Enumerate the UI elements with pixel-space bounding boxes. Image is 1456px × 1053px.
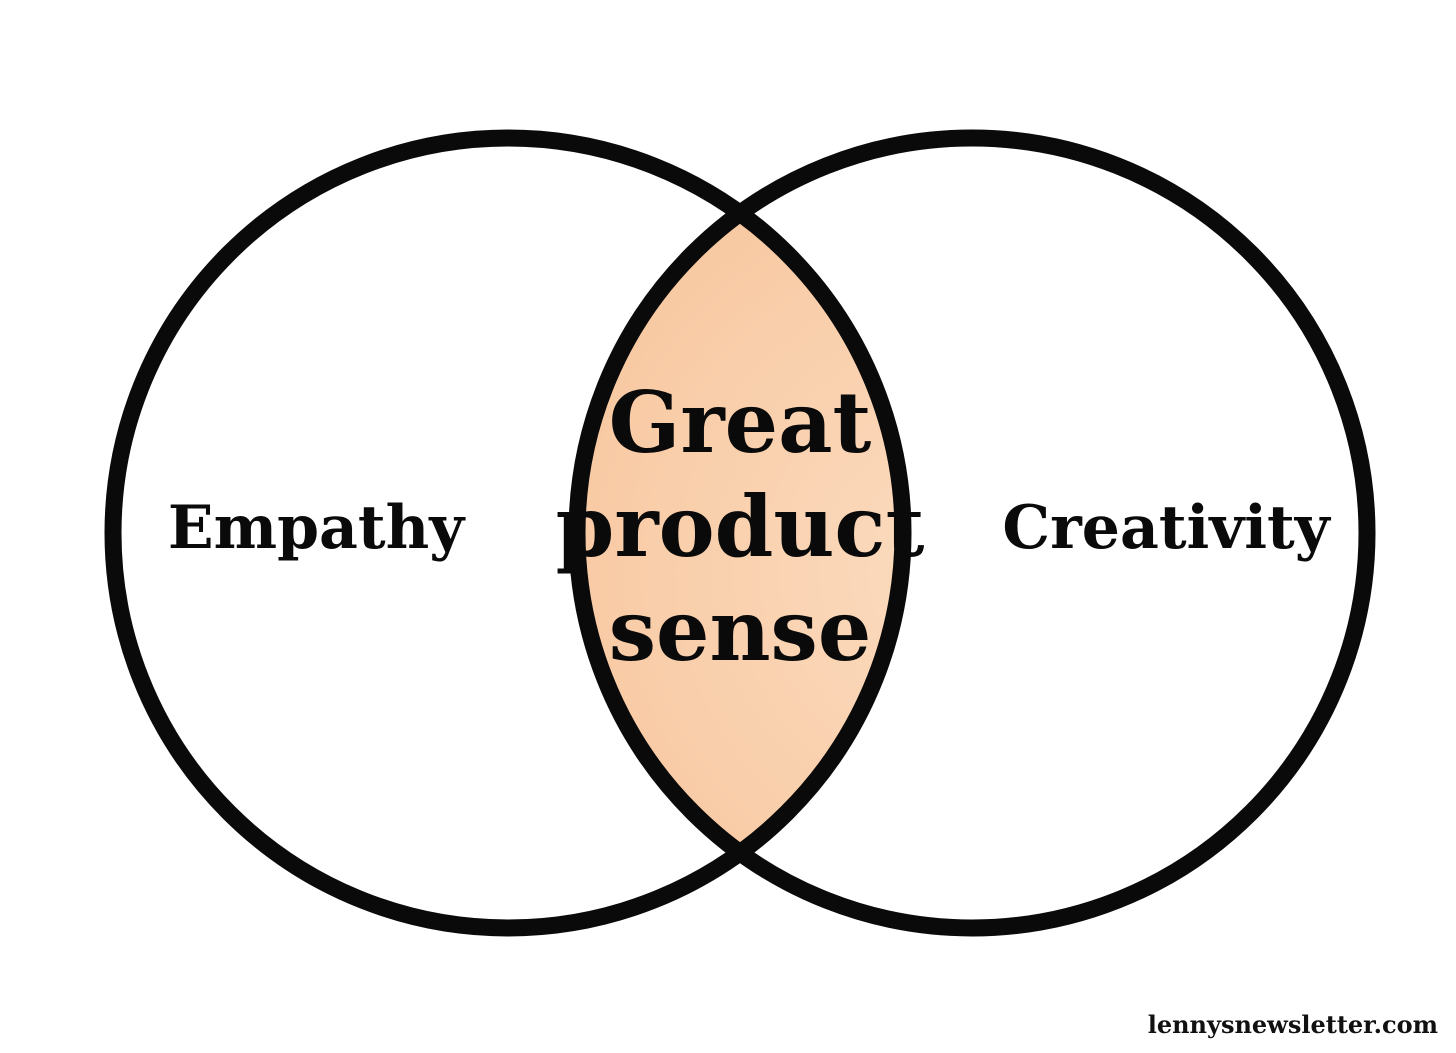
right-circle	[568, 129, 1376, 937]
left-circle	[104, 129, 912, 937]
intersection-region	[577, 138, 903, 928]
right-circle-label: Creativity	[1002, 493, 1331, 563]
left-circle-label: Empathy	[168, 493, 466, 563]
watermark-url: lennysnewsletter.com	[1147, 1010, 1438, 1039]
intersection-label-line-2: product	[556, 477, 925, 576]
intersection-label-line-3: sense	[609, 581, 872, 680]
intersection-label-line-1: Great	[609, 373, 872, 472]
